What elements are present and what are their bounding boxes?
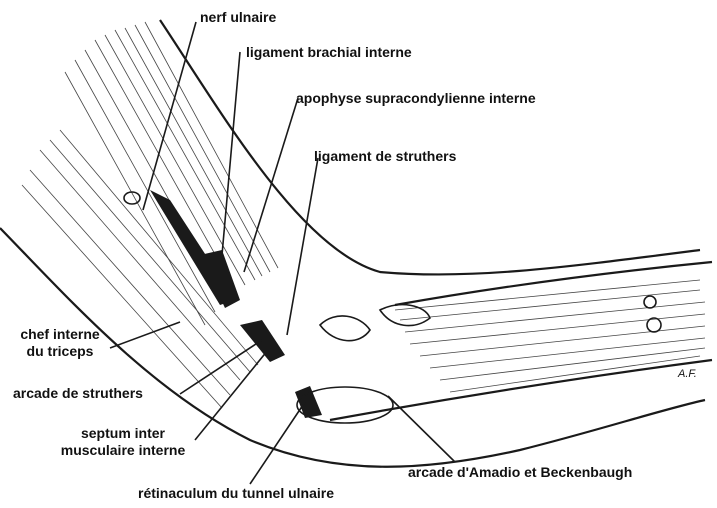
label-septum-line1: septum inter [48, 425, 198, 442]
leader-arcade-amadio [388, 396, 455, 462]
label-nerf-ulnaire: nerf ulnaire [200, 9, 276, 26]
label-septum-inter-musculaire: septum inter musculaire interne [48, 425, 198, 459]
artist-signature: A.F. [678, 366, 697, 383]
label-ligament-brachial-interne: ligament brachial interne [246, 44, 412, 61]
label-chef-interne-line2: du triceps [10, 343, 110, 360]
muscle-fibers [22, 22, 705, 408]
olecranon-outline [380, 305, 430, 326]
leader-ligament-struthers [287, 158, 318, 335]
label-arcade-de-struthers: arcade de struthers [13, 385, 143, 402]
label-arcade-amadio-beckenbaugh: arcade d'Amadio et Beckenbaugh [408, 464, 632, 481]
forearm-bottom-edge [330, 360, 712, 420]
leader-apophyse [244, 98, 298, 272]
ulnar-nerve-shading [150, 190, 322, 418]
leader-arcade-struthers [180, 340, 262, 394]
leader-ligament-brachial [222, 52, 240, 255]
epicondyle-outline [320, 316, 370, 341]
label-apophyse-supracondylienne: apophyse supracondylienne interne [296, 90, 536, 107]
vessel-section-lower [647, 318, 661, 332]
leader-chef-interne [110, 322, 180, 348]
leader-nerf-ulnaire [143, 22, 196, 210]
label-chef-interne-du-triceps: chef interne du triceps [10, 326, 110, 360]
label-ligament-de-struthers: ligament de struthers [314, 148, 456, 165]
label-chef-interne-line1: chef interne [10, 326, 110, 343]
vessel-section-upper [644, 296, 656, 308]
label-septum-line2: musculaire interne [48, 442, 198, 459]
label-retinaculum-tunnel-ulnaire: rétinaculum du tunnel ulnaire [138, 485, 334, 502]
